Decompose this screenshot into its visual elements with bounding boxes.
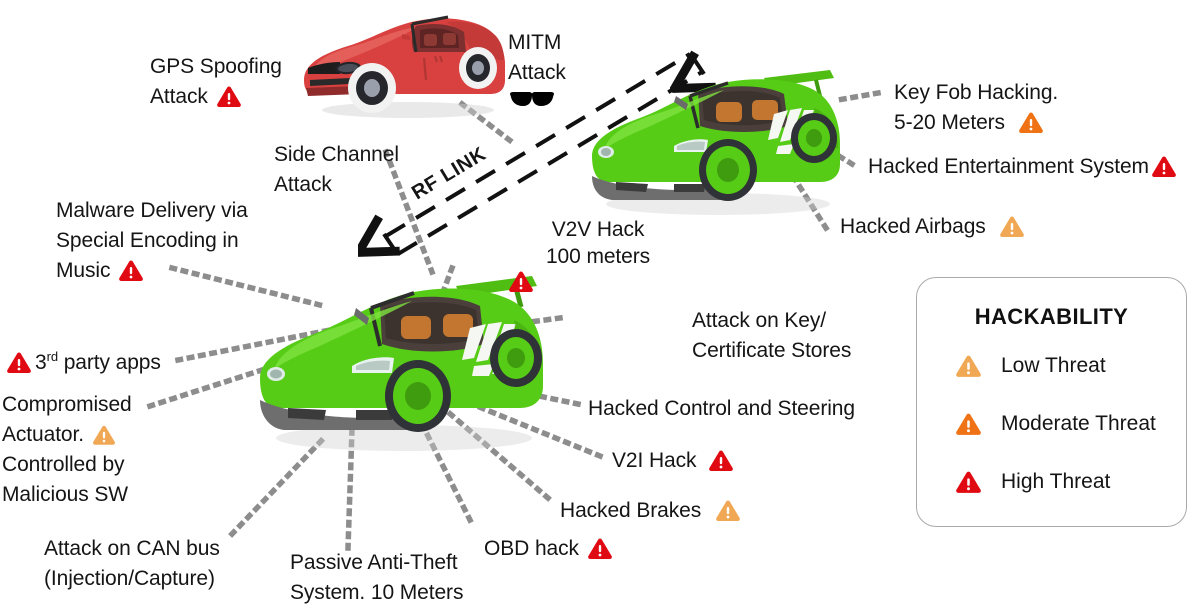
legend-title: HACKABILITY xyxy=(974,304,1129,329)
high-threat-icon xyxy=(587,537,613,560)
leader-line-obd-hack xyxy=(416,416,474,524)
legend-item-low: Low Threat xyxy=(955,354,1106,378)
low-threat-icon xyxy=(92,424,116,446)
high-threat-icon xyxy=(708,449,734,472)
label-compromised-actuator-line-2: Actuator. xyxy=(2,420,202,450)
label-compromised-actuator-line-4: Malicious SW xyxy=(2,483,128,506)
label-key-fob-hacking: Key Fob Hacking. 5-20 Meters xyxy=(894,78,1144,138)
label-obd-hack-text: OBD hack xyxy=(484,537,579,560)
high-threat-icon xyxy=(955,470,982,494)
sunglasses-icon xyxy=(508,90,648,110)
hackability-legend: HACKABILITY Low Threat Moderate Threat H… xyxy=(916,277,1187,527)
label-mitm: MITM Attack xyxy=(508,28,648,110)
label-hacked-brakes-text: Hacked Brakes xyxy=(560,499,702,522)
moderate-threat-icon xyxy=(1018,111,1044,134)
green-sports-car-main xyxy=(244,258,554,458)
label-v2v-hack-line-1: V2V Hack xyxy=(551,218,645,241)
label-malware-music-line-2: Special Encoding in xyxy=(56,229,239,252)
label-malware-music-line-1: Malware Delivery via xyxy=(56,199,248,222)
leader-line-hacked-brakes xyxy=(444,408,552,502)
label-mitm-line-2: Attack xyxy=(508,61,566,84)
label-gps-spoofing: GPS Spoofing Attack xyxy=(150,52,360,112)
label-side-channel-line-2: Attack xyxy=(274,173,332,196)
legend-item-high: High Threat xyxy=(955,470,1110,494)
label-v2i-hack-text: V2I Hack xyxy=(612,449,697,472)
label-gps-spoofing-line-2: Attack xyxy=(150,82,360,112)
label-v2i-hack: V2I Hack xyxy=(612,446,736,476)
high-threat-icon xyxy=(1151,155,1177,178)
label-passive-anti-theft-line-1: Passive Anti-Theft xyxy=(290,551,458,574)
label-mitm-line-1: MITM xyxy=(508,31,562,54)
label-compromised-actuator-line-3: Controlled by xyxy=(2,453,125,476)
leader-line-side-channel xyxy=(382,148,436,276)
green-sports-car-top xyxy=(578,52,848,222)
label-attack-key-cert-line-2: Certificate Stores xyxy=(692,339,852,362)
leader-line-passive-anti-theft xyxy=(345,427,355,551)
label-third-party-apps-text: 3rd party apps xyxy=(35,349,161,374)
red-convertible-car xyxy=(296,2,512,120)
label-third-party-apps: 3rd party apps xyxy=(4,348,161,378)
label-compromised-actuator-line-1: Compromised xyxy=(2,393,132,416)
label-attack-key-cert: Attack on Key/ Certificate Stores xyxy=(692,306,912,366)
leader-line-attack-can-bus xyxy=(228,436,326,538)
label-passive-anti-theft-line-2: System. 10 Meters xyxy=(290,581,464,604)
leader-line-key-fob xyxy=(834,89,882,104)
legend-item-moderate-label: Moderate Threat xyxy=(1001,412,1156,435)
label-key-fob-hacking-line-1: Key Fob Hacking. xyxy=(894,81,1059,104)
label-attack-can-bus: Attack on CAN bus (Injection/Capture) xyxy=(44,534,274,594)
low-threat-icon xyxy=(955,354,982,378)
label-hacked-brakes: Hacked Brakes xyxy=(560,496,743,526)
low-threat-icon xyxy=(715,499,741,522)
high-threat-icon xyxy=(118,259,144,282)
leader-line-v2i-hack xyxy=(458,396,604,460)
leader-line-mitm xyxy=(458,100,516,146)
label-side-channel-line-1: Side Channel xyxy=(274,143,399,166)
high-threat-icon xyxy=(216,85,242,108)
label-hacked-airbags: Hacked Airbags xyxy=(840,212,1027,242)
low-threat-icon xyxy=(999,215,1025,238)
label-obd-hack: OBD hack xyxy=(484,534,615,564)
leader-line-malware-music xyxy=(168,264,324,309)
label-side-channel: Side Channel Attack xyxy=(274,140,484,200)
label-malware-music: Malware Delivery via Special Encoding in… xyxy=(56,196,346,286)
high-threat-icon xyxy=(6,351,32,374)
label-attack-can-bus-line-2: (Injection/Capture) xyxy=(44,567,215,590)
label-hacked-airbags-text: Hacked Airbags xyxy=(840,215,986,238)
legend-item-moderate: Moderate Threat xyxy=(955,412,1156,436)
legend-item-high-label: High Threat xyxy=(1001,470,1111,493)
legend-item-low-label: Low Threat xyxy=(1001,354,1106,377)
label-compromised-actuator: Compromised Actuator. Controlled by Mali… xyxy=(2,390,202,510)
label-hacked-entertainment-text: Hacked Entertainment System xyxy=(868,155,1149,178)
moderate-threat-icon xyxy=(955,412,982,436)
label-v2v-hack: V2V Hack 100 meters xyxy=(508,216,688,293)
leader-line-third-party-apps xyxy=(174,326,334,364)
label-v2v-hack-line-2: 100 meters xyxy=(545,245,651,268)
rf-link-connector xyxy=(358,40,778,280)
label-attack-key-cert-line-1: Attack on Key/ xyxy=(692,309,827,332)
label-hacked-control-steering: Hacked Control and Steering xyxy=(588,397,855,420)
label-key-fob-hacking-line-2: 5-20 Meters xyxy=(894,108,1144,138)
label-attack-can-bus-line-1: Attack on CAN bus xyxy=(44,537,220,560)
label-passive-anti-theft: Passive Anti-Theft System. 10 Meters xyxy=(290,548,520,608)
label-malware-music-line-3: Music xyxy=(56,256,346,286)
label-gps-spoofing-line-1: GPS Spoofing xyxy=(150,55,282,78)
high-threat-icon xyxy=(508,270,688,293)
label-hacked-entertainment: Hacked Entertainment System xyxy=(868,152,1179,182)
